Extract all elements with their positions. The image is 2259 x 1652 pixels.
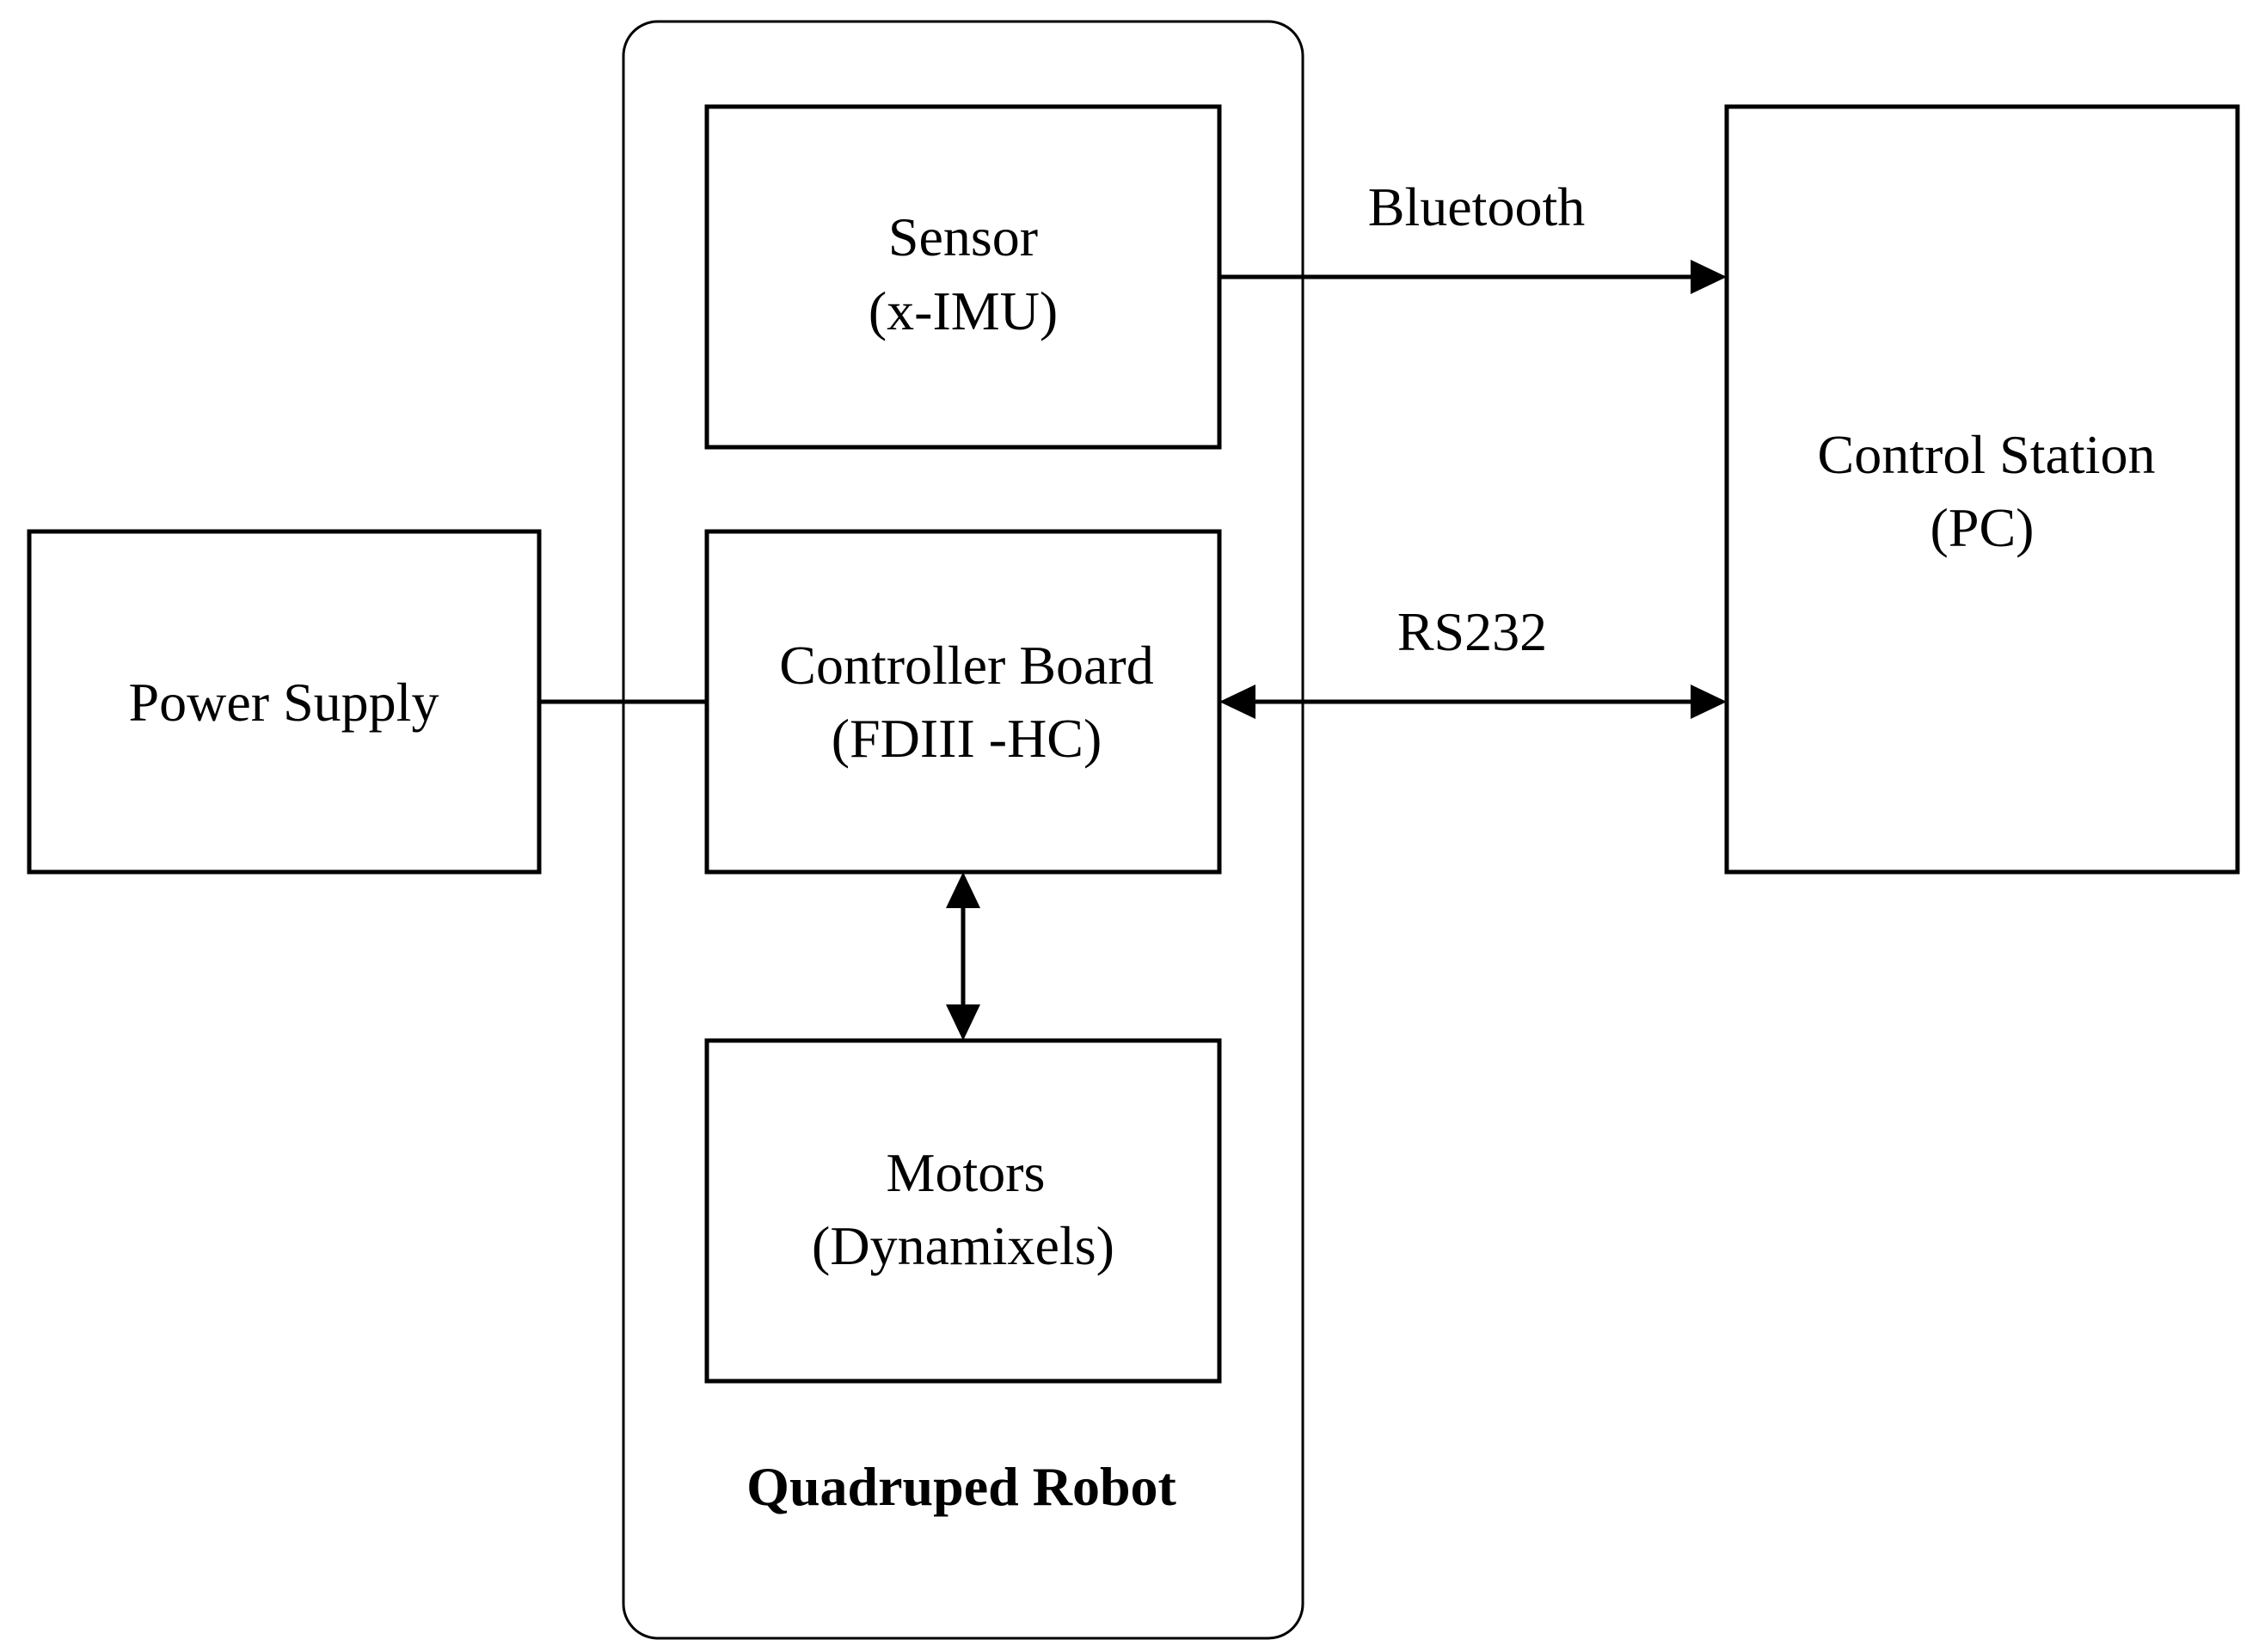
controller-box: [704, 529, 1222, 875]
bluetooth-arrowhead: [1691, 260, 1727, 294]
rs232-label: RS232: [1397, 601, 1547, 662]
controller-motors-arrowhead-up: [946, 872, 980, 908]
controller-motors-arrowhead-down: [946, 1004, 980, 1041]
station-box: [1724, 104, 2240, 875]
sensor-box: [704, 104, 1222, 450]
sensor-label: Sensor: [888, 206, 1038, 267]
quadruped-robot-group: [622, 20, 1304, 1640]
rs232-arrowhead-left: [1219, 685, 1255, 719]
motors-box: [704, 1038, 1222, 1384]
bluetooth-label: Bluetooth: [1368, 176, 1585, 237]
controller-label: Controller Board: [779, 635, 1153, 696]
controller-node: Controller Board (FDIII -HC): [704, 529, 1222, 875]
sensor-sublabel: (x-IMU): [869, 280, 1058, 341]
station-label: Control Station: [1818, 424, 2156, 485]
motors-sublabel: (Dynamixels): [812, 1215, 1114, 1276]
station-sublabel: (PC): [1931, 497, 2035, 558]
power-label: Power Supply: [129, 672, 439, 733]
station-node: Control Station (PC): [1724, 104, 2240, 875]
power-node: Power Supply: [27, 529, 542, 875]
rs232-arrowhead-right: [1691, 685, 1727, 719]
quadruped-robot-label: Quadruped Robot: [746, 1456, 1176, 1517]
motors-node: Motors (Dynamixels): [704, 1038, 1222, 1384]
controller-sublabel: (FDIII -HC): [832, 708, 1102, 769]
sensor-node: Sensor (x-IMU): [704, 104, 1222, 450]
power-box: [27, 529, 542, 875]
motors-label: Motors: [887, 1142, 1046, 1203]
